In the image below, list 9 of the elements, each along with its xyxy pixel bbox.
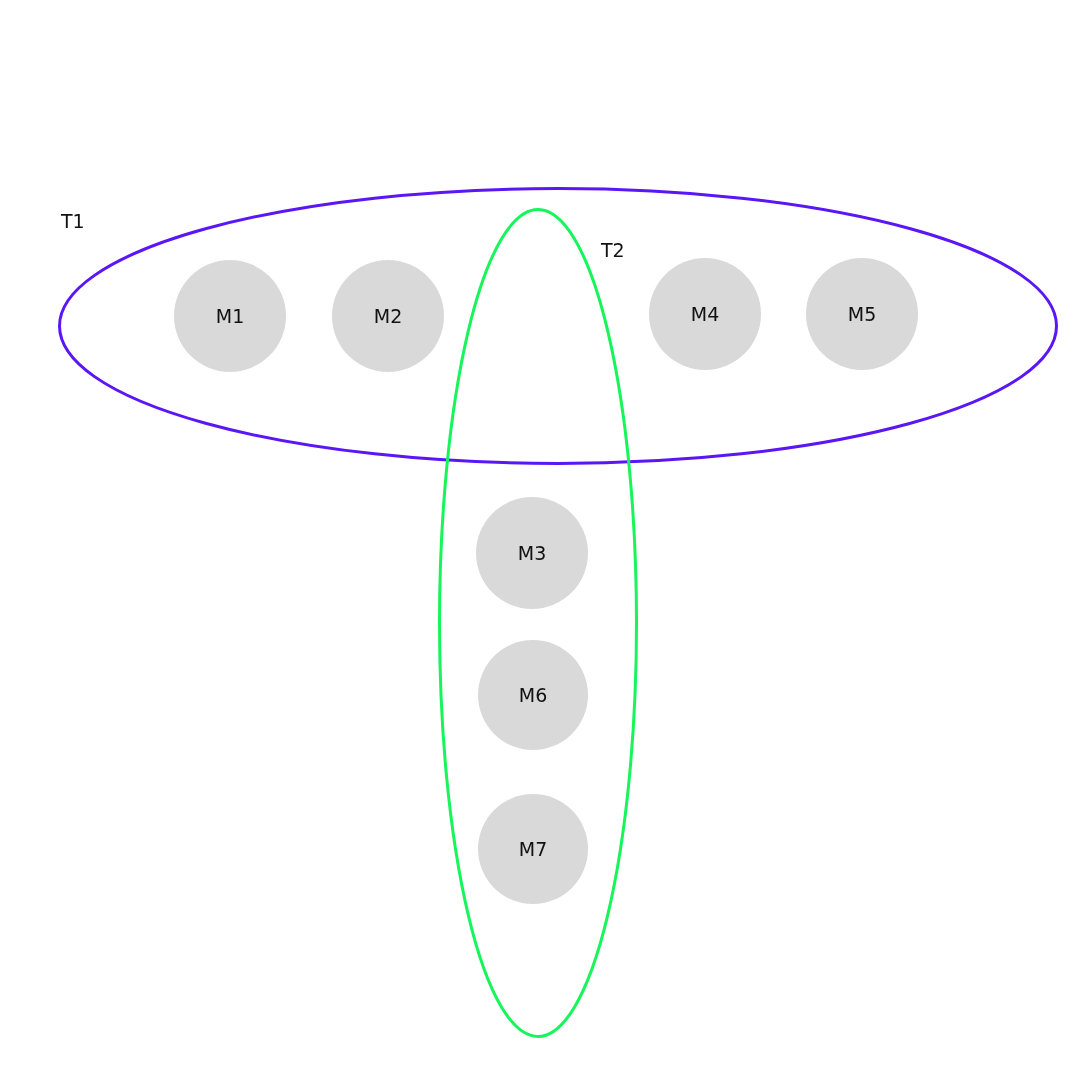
circle-node: M3 (476, 497, 588, 609)
circle-node: M7 (478, 794, 588, 904)
set-label: T2 (601, 241, 625, 260)
circle-node: M4 (649, 258, 761, 370)
circle-node: M6 (478, 640, 588, 750)
circle-node: M2 (332, 260, 444, 372)
set-label: T1 (61, 212, 85, 231)
circle-node: M1 (174, 260, 286, 372)
circle-node: M5 (806, 258, 918, 370)
